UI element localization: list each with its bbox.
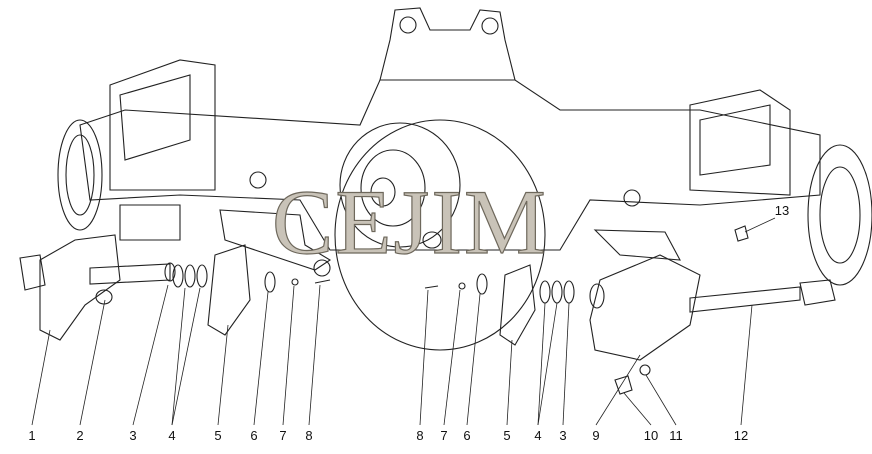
callout-13: 13	[774, 203, 790, 218]
callout-8-right: 8	[416, 428, 424, 443]
leader-lines	[31, 217, 776, 426]
callout-12: 12	[733, 428, 749, 443]
differential-cover	[334, 119, 546, 351]
right-parts	[424, 225, 836, 395]
axle-housing	[57, 59, 872, 286]
callout-3: 3	[129, 428, 137, 443]
callout-6: 6	[250, 428, 258, 443]
callout-1: 1	[28, 428, 36, 443]
callout-8: 8	[305, 428, 313, 443]
top-mount-bracket	[379, 7, 516, 81]
callout-10: 10	[643, 428, 659, 443]
callout-2: 2	[76, 428, 84, 443]
callout-4-right: 4	[534, 428, 542, 443]
callout-4: 4	[168, 428, 176, 443]
callout-3-right: 3	[559, 428, 567, 443]
callout-5: 5	[214, 428, 222, 443]
left-parts	[19, 204, 332, 341]
watermark: CEJIM	[271, 171, 548, 273]
callout-7-right: 7	[440, 428, 448, 443]
callout-9: 9	[592, 428, 600, 443]
callout-5-right: 5	[503, 428, 511, 443]
callout-11: 11	[669, 428, 683, 443]
callout-6-right: 6	[463, 428, 471, 443]
callout-7: 7	[279, 428, 287, 443]
